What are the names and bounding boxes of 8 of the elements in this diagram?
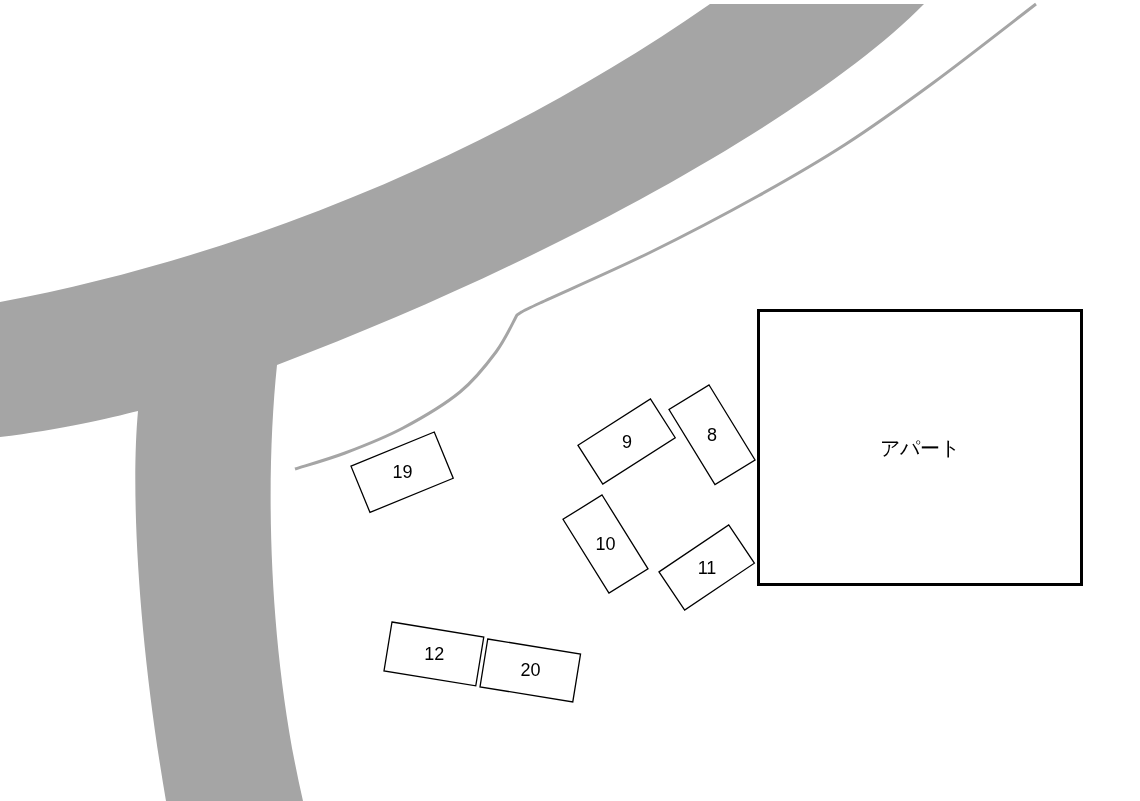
car-box: 12 — [383, 621, 486, 687]
car-box: 10 — [562, 493, 649, 595]
car-box: 11 — [658, 524, 756, 612]
car-box: 8 — [667, 384, 756, 486]
car-box: 9 — [577, 398, 677, 486]
car-box: 20 — [479, 638, 582, 703]
car-box: 19 — [350, 431, 455, 514]
building-box: アパート — [757, 309, 1083, 586]
